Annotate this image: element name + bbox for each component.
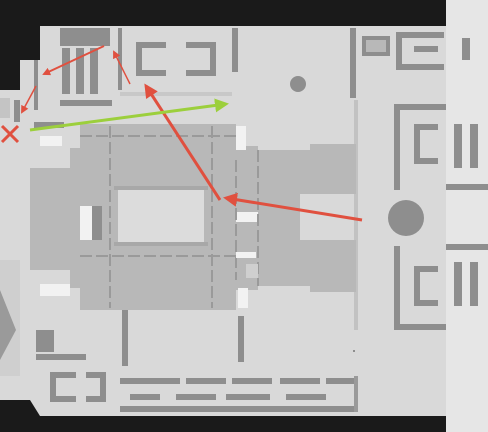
wall: [186, 42, 216, 48]
room-edge: [120, 92, 232, 96]
wall: [414, 124, 420, 164]
cabinet-inner: [366, 40, 386, 52]
wall: [414, 300, 438, 306]
panel: [470, 262, 478, 306]
wall: [100, 372, 106, 400]
wall: [238, 316, 244, 362]
left-bay-ramp: [0, 290, 16, 360]
wall: [50, 372, 76, 378]
route-arrow-down-left: [21, 85, 37, 114]
wall: [118, 28, 122, 90]
shelf: [62, 48, 70, 94]
column-round: [290, 76, 306, 92]
route-arrow-central: [144, 83, 222, 201]
wall: [414, 124, 438, 130]
route-arrow-exit-green: [29, 98, 229, 132]
highlight-block: [236, 126, 246, 150]
wall: [232, 28, 238, 72]
route-arrow-small-top: [113, 50, 131, 85]
court-rim: [114, 242, 208, 246]
panel: [462, 38, 470, 60]
wall: [350, 28, 356, 98]
wall: [394, 324, 446, 330]
door: [246, 264, 258, 278]
wall: [396, 32, 444, 38]
wall: [136, 70, 166, 76]
wall: [186, 70, 216, 76]
panel: [470, 124, 478, 168]
wall-block: [60, 28, 110, 46]
wall: [36, 354, 86, 360]
wall: [414, 158, 438, 164]
panel: [454, 124, 462, 168]
highlight-block: [236, 212, 258, 222]
wall: [446, 184, 488, 190]
wall: [14, 100, 20, 122]
inner-court: [118, 190, 204, 242]
wall: [86, 396, 106, 402]
wall: [396, 64, 444, 70]
court-rim: [114, 186, 208, 190]
wall: [414, 266, 420, 306]
door: [236, 252, 256, 258]
highlight-block: [40, 136, 62, 146]
wall: [394, 246, 400, 330]
x-mark-icon-stroke: [0, 124, 20, 144]
start-x-marker: [0, 124, 20, 144]
wall: [34, 122, 64, 128]
pillar: [80, 206, 92, 240]
highlight-block: [40, 284, 70, 296]
highlight-block: [238, 288, 248, 308]
panel: [454, 262, 462, 306]
wall: [122, 310, 128, 366]
wall: [394, 104, 400, 190]
cabinet: [36, 330, 54, 352]
bottom-benches: [120, 376, 358, 412]
column-round-large: [388, 200, 424, 236]
route-arrow-top-left: [42, 45, 105, 76]
shelf: [76, 48, 84, 94]
wall: [50, 372, 56, 400]
wall: [414, 266, 438, 272]
wall: [50, 396, 76, 402]
wall: [136, 42, 166, 48]
route-layer: [21, 45, 363, 222]
hall-grid: [80, 126, 259, 308]
route-arrow-main: [223, 192, 363, 222]
wall: [86, 372, 106, 378]
hall-edge: [354, 100, 358, 330]
left-notch: [0, 98, 10, 118]
shelf: [90, 48, 98, 94]
pillar: [92, 206, 102, 240]
wall: [396, 32, 402, 70]
wall: [446, 244, 488, 250]
wall: [136, 42, 142, 76]
wall: [34, 60, 38, 110]
dot: [353, 350, 355, 352]
wall: [394, 104, 446, 110]
side-panel: [446, 0, 488, 432]
bench: [414, 46, 438, 52]
wall: [60, 100, 112, 106]
wall: [210, 42, 216, 76]
